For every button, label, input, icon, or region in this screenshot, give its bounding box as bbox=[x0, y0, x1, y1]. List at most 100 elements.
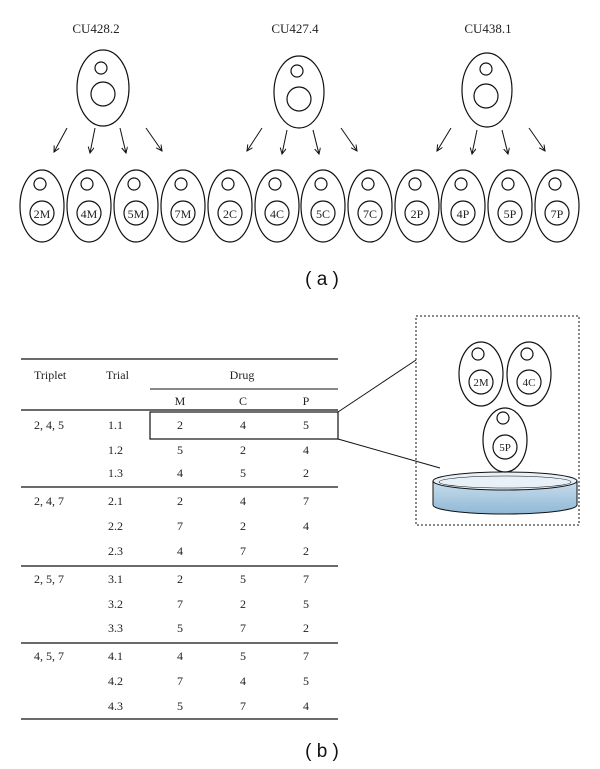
cell-value: 7 bbox=[303, 649, 309, 663]
zoom-cell-label: 2M bbox=[473, 377, 489, 389]
child-cell-label: 5C bbox=[316, 207, 330, 221]
child-cell: 7C bbox=[347, 169, 393, 243]
triplet-label: 2, 5, 7 bbox=[34, 572, 64, 586]
child-cell-label: 2M bbox=[34, 207, 51, 221]
table-row: 1.1 2 4 5 bbox=[108, 418, 309, 432]
cell-value: 4 bbox=[240, 418, 246, 432]
trial-label: 4.1 bbox=[108, 649, 123, 663]
arrow bbox=[472, 129, 478, 154]
trial-label: 4.2 bbox=[108, 674, 123, 688]
cell-value: 4 bbox=[177, 649, 183, 663]
petri-dish bbox=[432, 471, 578, 515]
cell-value: 7 bbox=[240, 544, 246, 558]
zoom-cell: 2M bbox=[458, 341, 504, 407]
cell-value: 2 bbox=[303, 621, 309, 635]
table-row: 3.1 2 5 7 bbox=[108, 572, 309, 586]
trial-label: 2.1 bbox=[108, 494, 123, 508]
trial-label: 2.3 bbox=[108, 544, 123, 558]
parent-label: CU427.4 bbox=[271, 21, 319, 36]
arrow bbox=[119, 127, 126, 153]
table-row: 1.2 5 2 4 bbox=[108, 443, 309, 457]
child-cell: 4C bbox=[254, 169, 300, 243]
child-cell-label: 7M bbox=[175, 207, 192, 221]
arrow bbox=[54, 127, 68, 152]
child-cell: 2P bbox=[394, 169, 440, 243]
cell-value: 2 bbox=[303, 466, 309, 480]
parent-label: CU428.2 bbox=[72, 21, 119, 36]
cell-value: 2 bbox=[240, 443, 246, 457]
zoom-connector bbox=[337, 359, 417, 413]
zoom-cell: 4C bbox=[506, 341, 552, 407]
child-cell: 5C bbox=[300, 169, 346, 243]
cell-value: 4 bbox=[177, 544, 183, 558]
drug-table: Triplet Trial Drug M C P 2, 4, 5 1.1 2 4… bbox=[21, 358, 339, 720]
arrow bbox=[501, 129, 508, 154]
cell-value: 4 bbox=[303, 699, 309, 713]
cell-value: 2 bbox=[177, 494, 183, 508]
trial-label: 2.2 bbox=[108, 519, 123, 533]
cell-value: 5 bbox=[303, 418, 309, 432]
cell-value: 4 bbox=[303, 443, 309, 457]
header-trial: Trial bbox=[106, 368, 130, 382]
cell-value: 5 bbox=[240, 466, 246, 480]
panel-a-caption: ( a ) bbox=[305, 269, 339, 290]
cell-value: 5 bbox=[240, 572, 246, 586]
child-cell: 5P bbox=[487, 169, 533, 243]
trial-label: 3.1 bbox=[108, 572, 123, 586]
cell-value: 2 bbox=[177, 418, 183, 432]
header-triplet: Triplet bbox=[34, 368, 67, 382]
trial-label: 3.2 bbox=[108, 597, 123, 611]
table-row: 2.1 2 4 7 bbox=[108, 494, 309, 508]
table-row: 4.1 4 5 7 bbox=[108, 649, 309, 663]
cell-value: 5 bbox=[177, 443, 183, 457]
trial-label: 1.3 bbox=[108, 466, 123, 480]
cell-value: 2 bbox=[240, 597, 246, 611]
child-cell: 4P bbox=[440, 169, 486, 243]
zoom-cell: 5P bbox=[482, 407, 528, 473]
child-cell: 7M bbox=[160, 169, 206, 243]
arrow bbox=[145, 127, 162, 151]
zoom-connector bbox=[337, 438, 441, 469]
trial-label: 1.1 bbox=[108, 418, 123, 432]
drug-column-header: P bbox=[303, 394, 310, 408]
arrows bbox=[54, 127, 545, 154]
trial-label: 3.3 bbox=[108, 621, 123, 635]
cell-value: 5 bbox=[177, 699, 183, 713]
arrow bbox=[528, 127, 545, 151]
table-row: 2.3 4 7 2 bbox=[108, 544, 309, 558]
cell-value: 7 bbox=[303, 494, 309, 508]
cell-value: 5 bbox=[240, 649, 246, 663]
header-drug: Drug bbox=[230, 368, 255, 382]
drug-column-header: C bbox=[239, 394, 247, 408]
parent-cell bbox=[461, 52, 513, 128]
child-cell-label: 5M bbox=[128, 207, 145, 221]
child-cell: 7P bbox=[534, 169, 580, 243]
child-cell: 4M bbox=[66, 169, 112, 243]
arrow bbox=[247, 127, 263, 151]
cell-value: 7 bbox=[177, 674, 183, 688]
child-cell-label: 2C bbox=[223, 207, 237, 221]
cell-value: 4 bbox=[177, 466, 183, 480]
zoom-cell-label: 4C bbox=[523, 377, 536, 389]
cell-value: 2 bbox=[303, 544, 309, 558]
parent-label: CU438.1 bbox=[464, 21, 511, 36]
zoom-cell-label: 5P bbox=[499, 442, 511, 454]
drug-column-header: M bbox=[175, 394, 186, 408]
cell-value: 7 bbox=[240, 699, 246, 713]
cell-value: 5 bbox=[177, 621, 183, 635]
cell-value: 7 bbox=[303, 572, 309, 586]
parent-cell bbox=[273, 55, 325, 129]
cell-value: 5 bbox=[303, 674, 309, 688]
panel-b-caption: ( b ) bbox=[305, 741, 339, 762]
arrow bbox=[340, 127, 357, 151]
highlight-box bbox=[149, 411, 339, 440]
cell-value: 4 bbox=[240, 674, 246, 688]
arrow bbox=[312, 129, 319, 154]
child-cell: 5M bbox=[113, 169, 159, 243]
table-row: 1.3 4 5 2 bbox=[108, 466, 309, 480]
panel-a: CU428.2 CU427.4 CU438.1 bbox=[19, 21, 580, 290]
table-row: 3.2 7 2 5 bbox=[108, 597, 309, 611]
cell-value: 2 bbox=[240, 519, 246, 533]
cell-value: 2 bbox=[177, 572, 183, 586]
